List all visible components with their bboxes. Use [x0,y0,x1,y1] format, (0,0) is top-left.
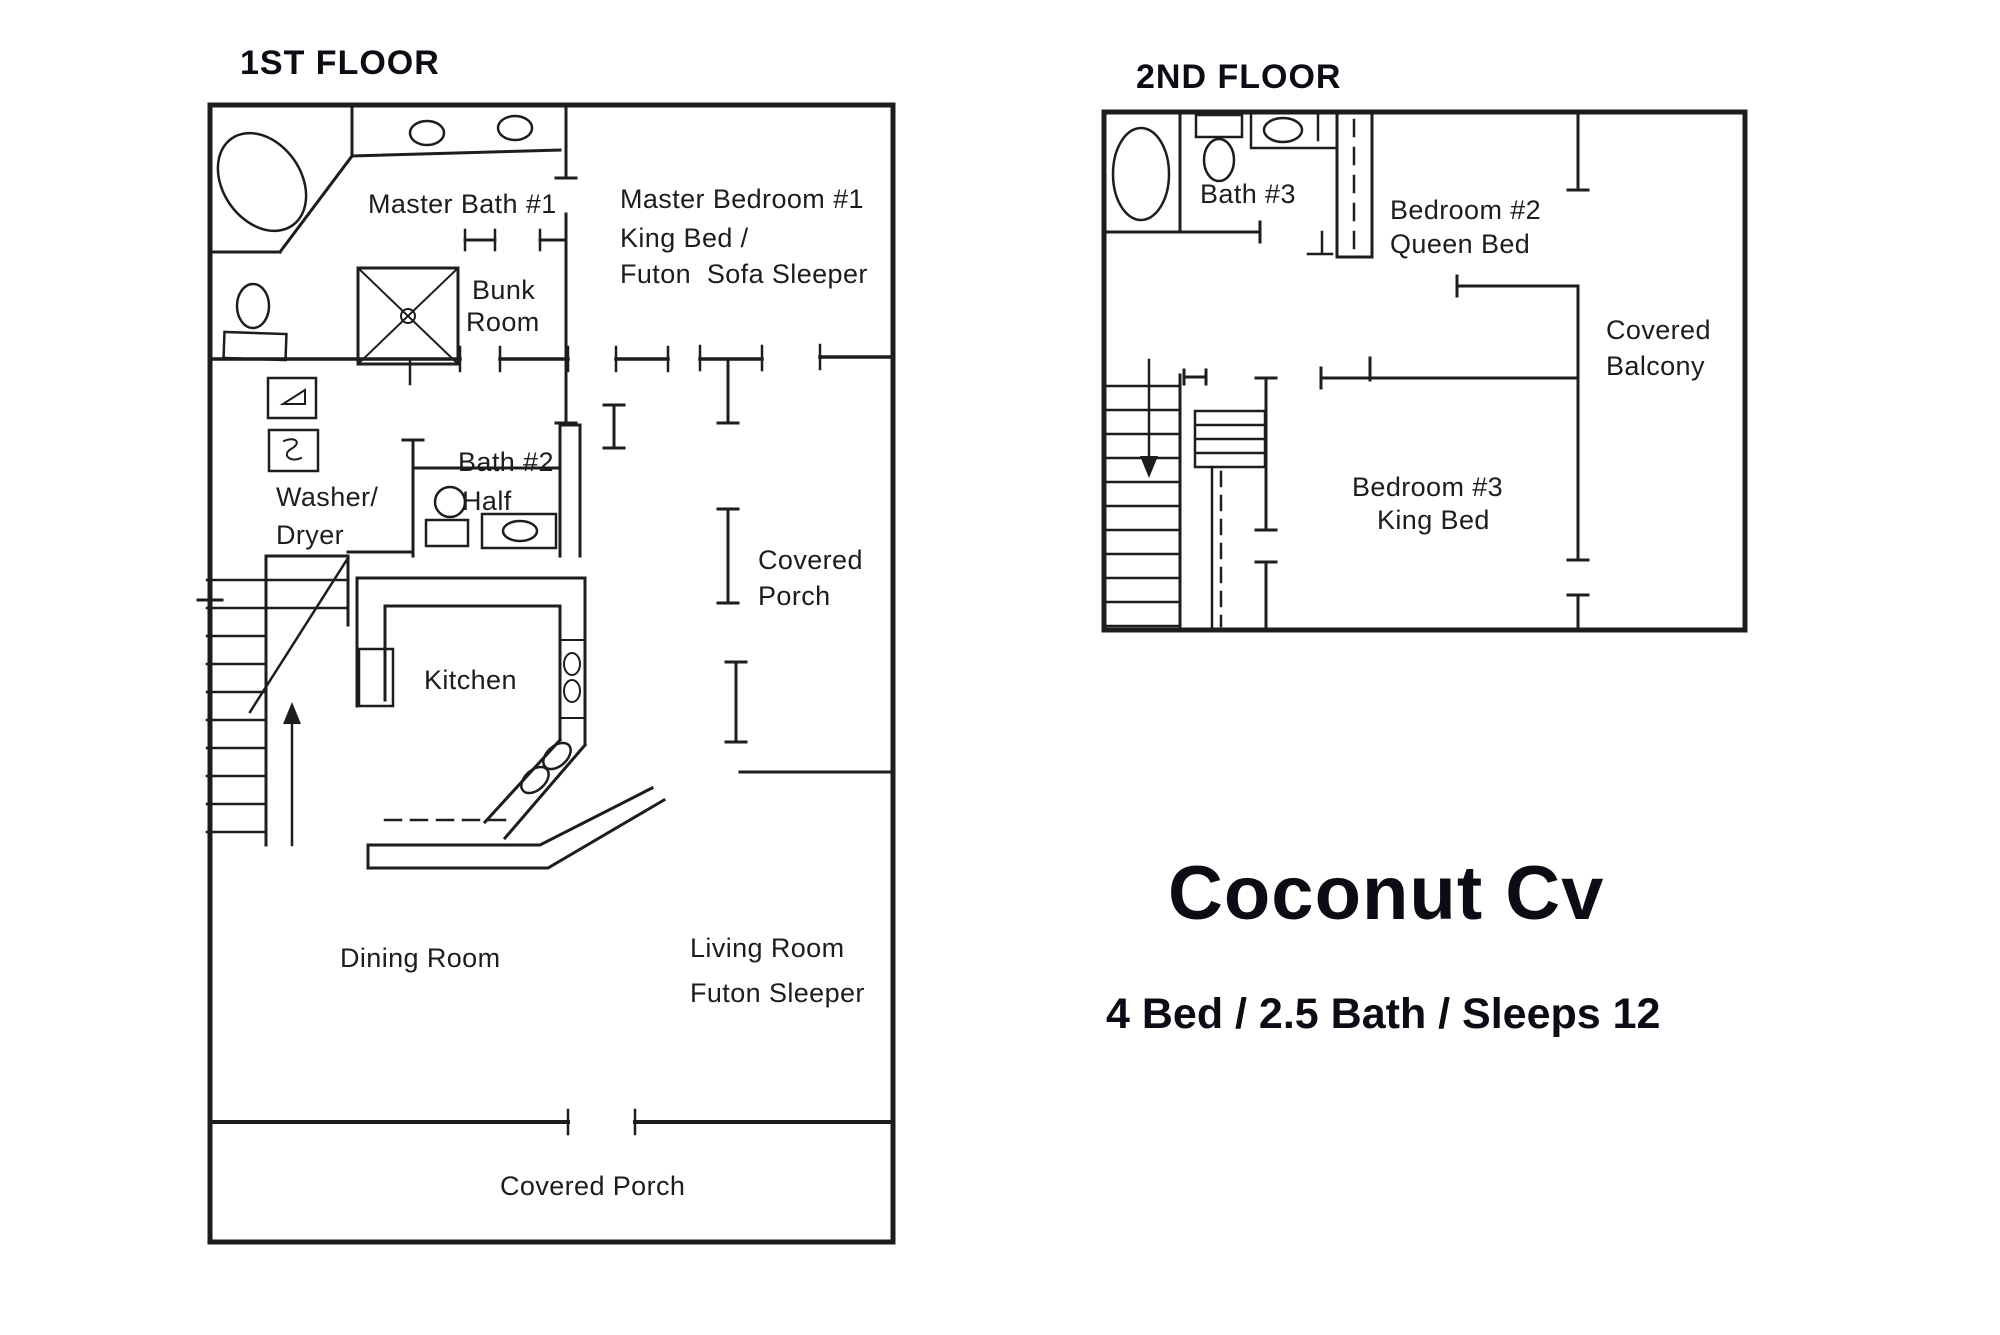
label-bath2: Bath #2 [458,447,554,477]
floor1-title: 1ST FLOOR [240,44,440,82]
washer-icon [266,376,318,420]
vanity-sinks-icon [350,103,562,158]
stove-burner-icon [563,652,581,676]
label-bath2: Half [462,486,512,516]
fridge-icon [357,647,395,708]
label-bedroom3: Bedroom #3 [1352,472,1504,502]
label-living-room: Living Room [690,933,845,963]
floor2-title: 2ND FLOOR [1136,58,1342,96]
label-bunk-room: Bunk [472,275,536,305]
toilet-icon [1194,113,1244,183]
porch-window-walls [716,357,895,774]
label-bath3: Bath #3 [1200,179,1296,209]
label-master-bedroom: King Bed / [620,223,749,253]
label-covered-porch-side: Porch [758,581,831,611]
label-bedroom3: King Bed [1377,505,1490,535]
bathtub-icon [1111,110,1182,234]
label-bunk-room: Room [466,307,540,337]
property-summary: 4 Bed / 2.5 Bath / Sleeps 12 [1106,990,1661,1038]
floor2-plan-drawing [1101,109,1748,633]
kitchen-sink-icon [542,741,572,771]
bunk-room-walls [463,228,568,361]
closet-chase [1335,110,1374,259]
sink-icon [480,512,558,550]
door-jamb-marks [1306,110,1334,256]
property-name: Coconut Cv [1168,851,1605,936]
floor1-outer-wall [207,102,896,1245]
dryer-icon [267,428,320,473]
kitchen-counter-icon [355,576,667,870]
label-master-bath: Master Bath #1 [368,189,557,219]
label-kitchen: Kitchen [424,665,517,695]
stairs-down-icon [1102,358,1267,632]
balcony-walls [1455,110,1590,632]
bathtub-icon [208,131,355,255]
label-bedroom2: Queen Bed [1390,229,1531,259]
toilet-icon [424,485,470,548]
label-covered-balcony: Balcony [1606,351,1705,381]
shower-icon [356,266,460,366]
bedroom-divider-wall [1319,356,1580,390]
label-bedroom2: Bedroom #2 [1390,195,1542,225]
floor1-hall-wall [208,343,895,425]
label-covered-porch-bottom: Covered Porch [500,1171,686,1201]
sink-icon [1249,110,1339,150]
label-washer-dryer: Dryer [276,520,344,550]
stairs-up-icon [205,550,415,847]
label-living-room: Futon Sleeper [690,978,865,1008]
toilet-icon [222,282,288,362]
label-washer-dryer: Washer/ [276,482,379,512]
label-covered-porch-side: Covered [758,545,863,575]
bath-bedroom-wall [554,103,578,242]
label-dining-room: Dining Room [340,943,501,973]
porch-wall [208,1108,895,1136]
bath2-walls [401,403,626,558]
bath3-wall [1102,220,1262,244]
floor1-plan-drawing [196,102,896,1245]
label-covered-balcony: Covered [1606,315,1711,345]
label-master-bedroom: Master Bedroom #1 [620,184,864,214]
stairwell-walls [1182,368,1278,632]
label-master-bedroom: Futon Sofa Sleeper [620,259,868,289]
stove-burner-icon [563,679,581,703]
